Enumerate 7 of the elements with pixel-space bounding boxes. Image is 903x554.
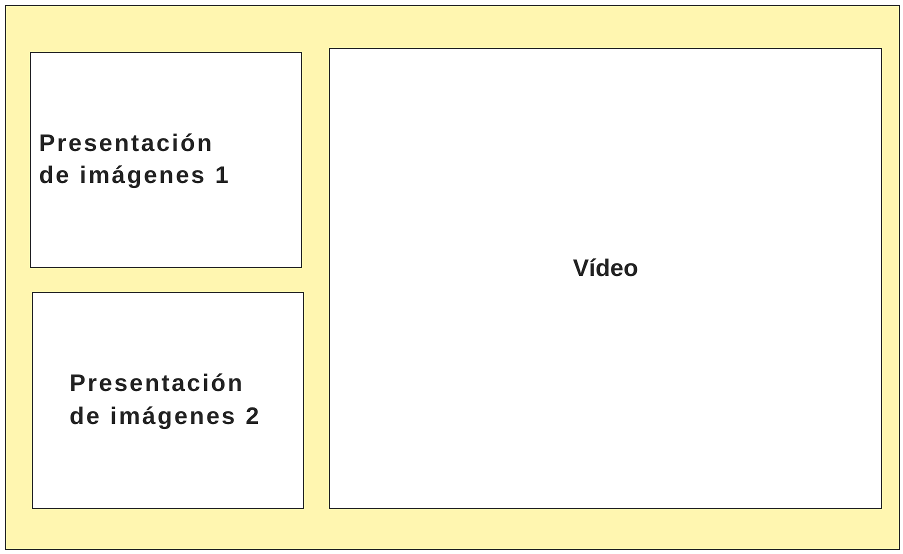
content-box (30, 52, 302, 268)
box-label: Vídeo (572, 254, 638, 284)
layout-panel (5, 5, 900, 550)
box-label: Presentación de imágenes 1 (39, 128, 232, 191)
content-box (32, 292, 304, 509)
content-box (329, 48, 882, 509)
box-label: Presentación de imágenes 2 (70, 369, 262, 432)
